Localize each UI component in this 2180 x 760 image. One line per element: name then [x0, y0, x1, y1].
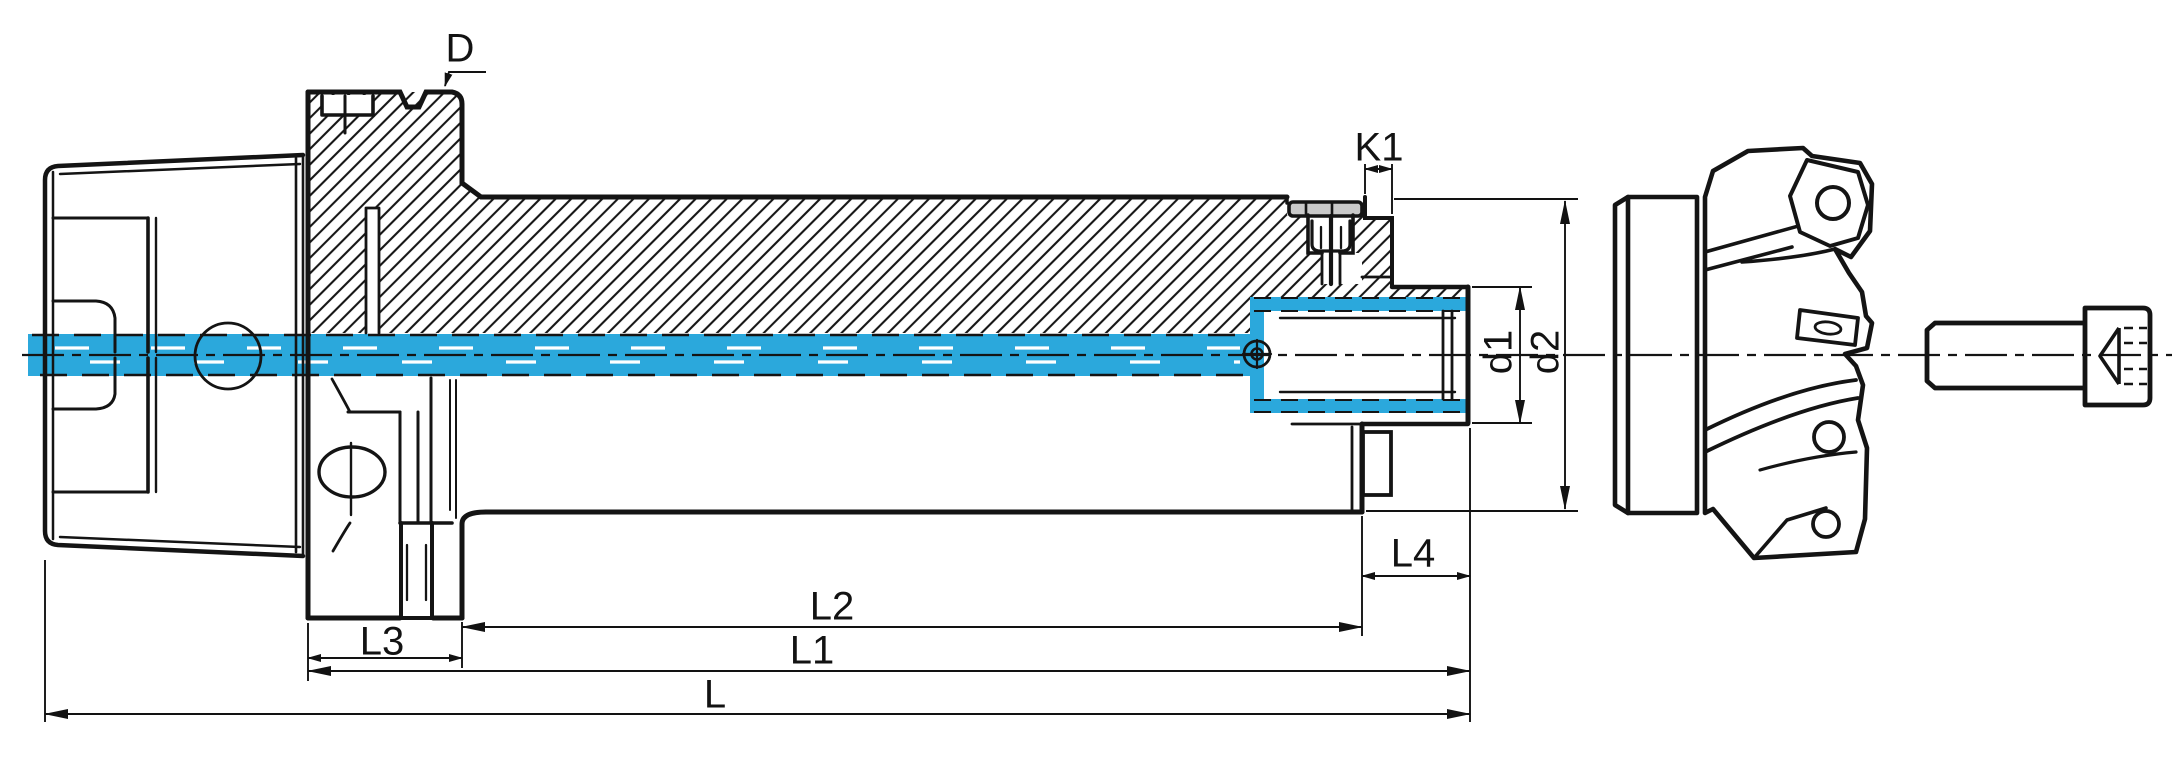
cutter-screw-hole — [1812, 420, 1846, 454]
valve-cap — [1287, 200, 1364, 218]
face-drive-key — [1361, 430, 1393, 497]
dim-label-L2: L2 — [809, 584, 855, 629]
dim-label-D: D — [445, 26, 475, 71]
cutter-insert-top — [1788, 158, 1870, 248]
coolant-valve — [1287, 200, 1364, 287]
face-mill-cutter — [1612, 145, 1875, 561]
cutter-insert-mid — [1795, 308, 1860, 347]
dim-label-d2: d2 — [1523, 329, 1568, 375]
cutter-screw-hole-2 — [1811, 509, 1841, 539]
dim-D-leader — [444, 71, 486, 87]
dim-label-K1: K1 — [1354, 125, 1404, 170]
dim-label-d1: d1 — [1476, 329, 1521, 375]
dimensions — [44, 71, 1578, 722]
valve-spring — [1310, 219, 1352, 253]
dim-label-L3: L3 — [359, 619, 405, 664]
dim-label-L4: L4 — [1390, 531, 1436, 576]
flange-drive-key — [394, 521, 439, 620]
dim-label-L: L — [703, 672, 727, 717]
clamping-screw — [1924, 305, 2153, 408]
dim-label-L1: L1 — [789, 628, 835, 673]
